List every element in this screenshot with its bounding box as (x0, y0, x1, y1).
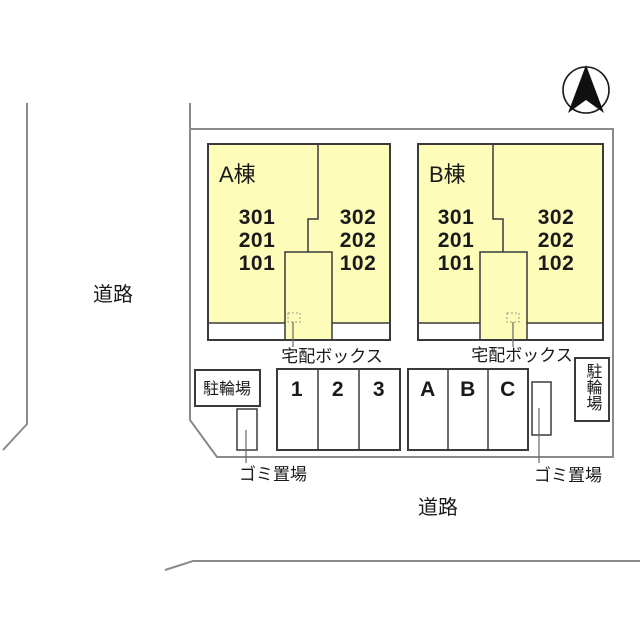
building-a-room-202: 202 (340, 229, 377, 252)
delivery-box-label-b: 宅配ボックス (471, 346, 573, 365)
delivery-box-label-a: 宅配ボックス (281, 347, 383, 366)
parking-space-c: C (500, 378, 516, 401)
building-b-room-302: 302 (538, 206, 575, 229)
building-a-room-301: 301 (239, 206, 276, 229)
garbage-left: ゴミ置場 (236, 408, 307, 484)
building-b-rooms: 301 201 101 302 202 102 (438, 206, 575, 275)
parking-space-b: B (460, 378, 476, 401)
building-b: B棟 301 201 101 302 202 102 宅配ボックス (417, 143, 604, 365)
garbage-right: ゴミ置場 (531, 381, 602, 485)
building-b-room-201: 201 (438, 229, 475, 252)
bicycle-parking-left-box (194, 369, 261, 407)
parking-space-2: 2 (332, 378, 344, 401)
building-a-rooms: 301 201 101 302 202 102 (239, 206, 377, 275)
north-compass-icon (562, 65, 610, 114)
bicycle-parking-right-box (574, 357, 610, 422)
building-b-label: B棟 (429, 162, 466, 187)
garbage-right-label: ゴミ置場 (534, 465, 602, 485)
parking-numeric-dividers (317, 369, 360, 450)
building-b-room-101: 101 (438, 252, 475, 275)
building-b-room-102: 102 (538, 252, 575, 275)
road-label-left: 道路 (93, 283, 133, 306)
parking-space-a: A (420, 378, 436, 401)
parking-numeric-box (276, 368, 401, 451)
building-b-delivery-box-marker (506, 312, 520, 323)
building-b-room-301: 301 (438, 206, 475, 229)
north-compass-needle (568, 65, 604, 113)
building-a: A棟 301 201 101 302 202 102 宅配ボックス (207, 143, 391, 366)
building-a-label: A棟 (219, 162, 256, 187)
bicycle-parking-right: 駐輪場 (574, 357, 610, 422)
parking-space-1: 1 (291, 378, 303, 401)
building-b-room-202: 202 (538, 229, 575, 252)
building-a-room-302: 302 (340, 206, 377, 229)
parking-area-numeric: 1 2 3 (276, 368, 401, 451)
garbage-left-label: ゴミ置場 (239, 464, 307, 484)
building-a-delivery-box-marker (287, 312, 301, 323)
bicycle-parking-right-label: 駐輪場 (584, 363, 603, 412)
parking-space-3: 3 (373, 378, 385, 401)
bicycle-parking-left-label: 駐輪場 (203, 380, 251, 398)
parking-area-letter: A B C (407, 368, 529, 451)
bicycle-parking-left: 駐輪場 (194, 369, 261, 407)
property-boundary-line (189, 103, 614, 458)
building-a-porch-fill (285, 252, 332, 340)
building-b-outline (417, 143, 604, 341)
garbage-left-box (236, 408, 258, 451)
building-a-room-201: 201 (239, 229, 276, 252)
parking-letter-dividers (447, 369, 489, 450)
building-b-porch-fill (480, 252, 527, 340)
road-left-line (2, 103, 28, 451)
building-a-room-101: 101 (239, 252, 276, 275)
parking-letter-box (407, 368, 529, 451)
road-bottom-line (164, 560, 640, 571)
building-a-room-102: 102 (340, 252, 377, 275)
garbage-right-box (531, 381, 552, 436)
building-a-outline (207, 143, 391, 341)
building-b-unit-divider (492, 144, 504, 252)
road-label-bottom: 道路 (418, 496, 458, 519)
building-a-unit-divider (307, 144, 319, 252)
